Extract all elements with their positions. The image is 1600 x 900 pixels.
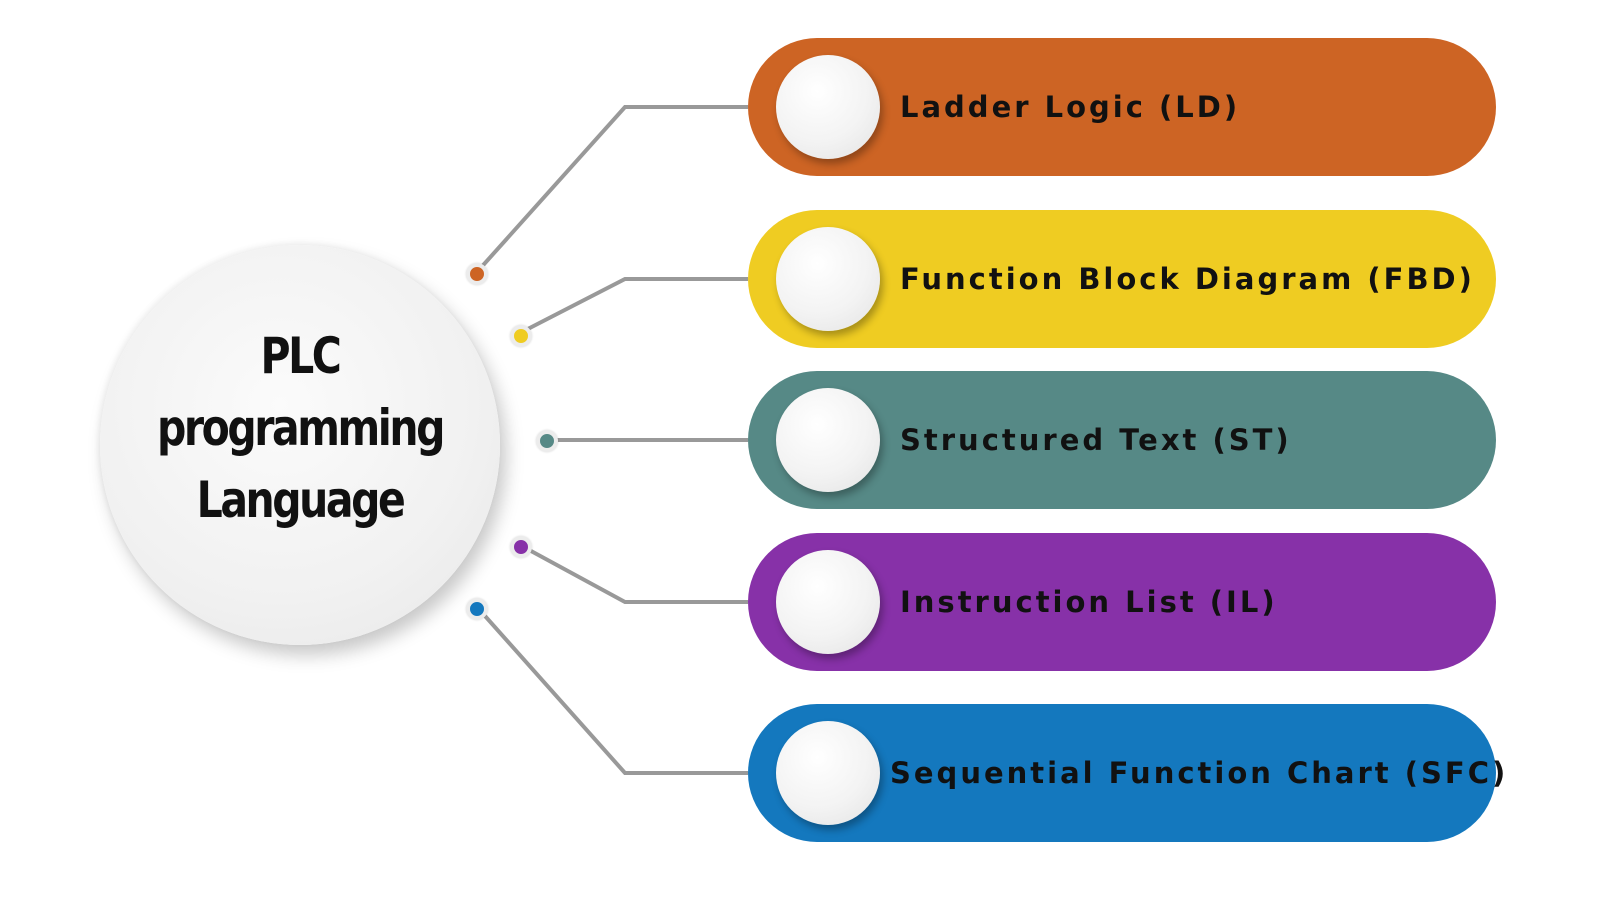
language-pill-fbd: Function Block Diagram (FBD) [748,210,1496,348]
connector-dot-fbd [510,325,532,347]
pill-knob [776,55,880,159]
hub-title: PLC programming Language [152,320,447,536]
language-label-st: Structured Text (ST) [900,423,1292,457]
language-pill-il: Instruction List (IL) [748,533,1496,671]
connector-dot-sfc [466,598,488,620]
language-pill-ld: Ladder Logic (LD) [748,38,1496,176]
connector-dot-ld [466,263,488,285]
pill-knob [776,721,880,825]
connector-line-sfc [475,605,748,775]
connector-dot-st [536,430,558,452]
hub-title-line-1: PLC [260,327,342,385]
language-label-sfc: Sequential Function Chart (SFC) [890,756,1509,790]
hub-title-line-2: programming [157,399,445,457]
connector-line-fbd [519,277,748,335]
language-pill-st: Structured Text (ST) [748,371,1496,509]
language-pill-sfc: Sequential Function Chart (SFC) [748,704,1505,842]
central-hub-circle [100,245,500,645]
connector-line-ld [475,105,748,274]
pill-knob [776,550,880,654]
language-label-il: Instruction List (IL) [900,585,1278,619]
pill-knob [776,388,880,492]
hub-title-line-3: Language [196,471,406,529]
language-label-fbd: Function Block Diagram (FBD) [900,262,1475,296]
pill-knob [776,227,880,331]
connector-dot-il [510,536,532,558]
connector-line-il [519,543,748,604]
language-label-ld: Ladder Logic (LD) [900,90,1241,124]
